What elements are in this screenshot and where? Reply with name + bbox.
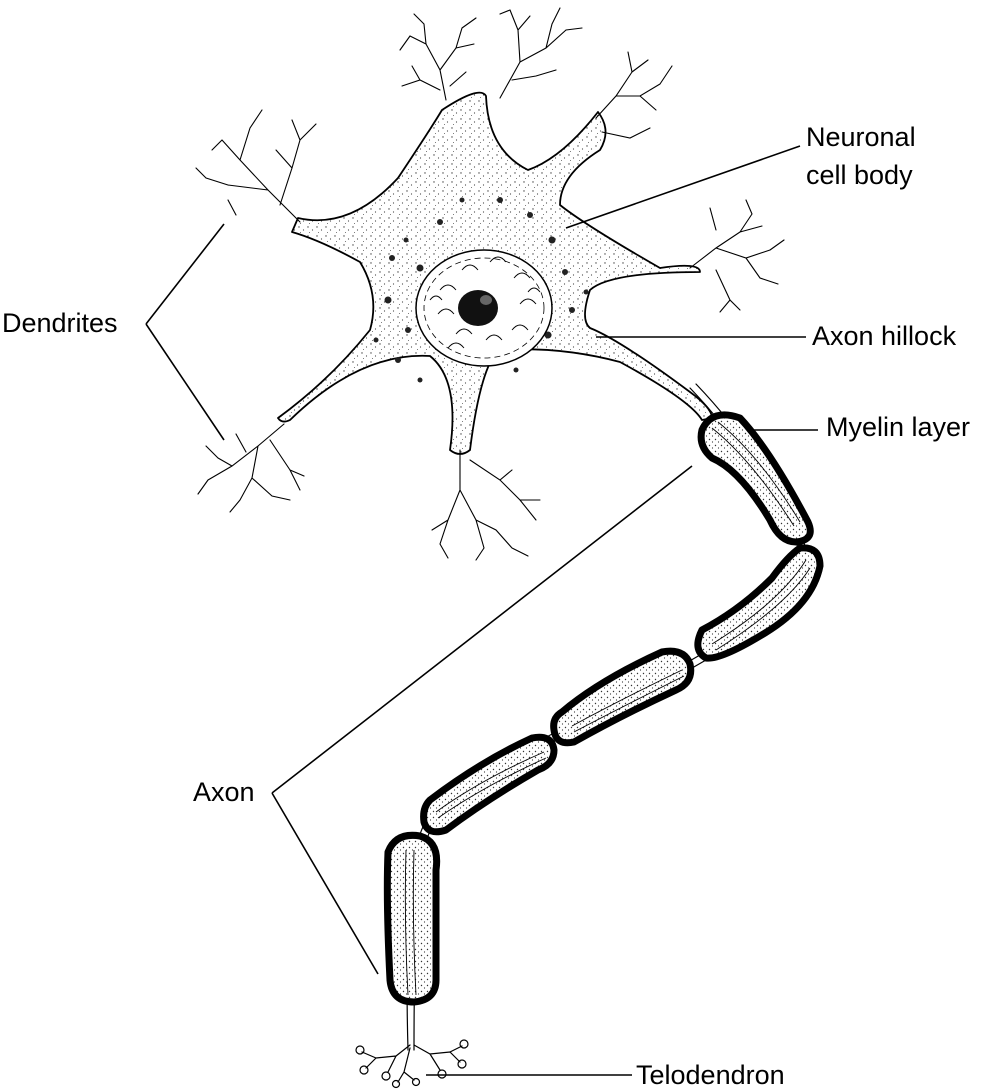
- myelin-layer: [383, 411, 824, 1006]
- dendrite-branches: [195, 7, 785, 561]
- telodendron-branches: [355, 1039, 469, 1089]
- label-neuronal-line2: cell body: [806, 160, 913, 190]
- label-axon-hillock: Axon hillock: [812, 321, 957, 351]
- label-telodendron: Telodendron: [636, 1060, 785, 1090]
- leader-dendrites-upper: [145, 223, 225, 325]
- leader-dendrites-lower: [145, 323, 225, 441]
- leader-axon-lower: [271, 792, 379, 975]
- label-axon: Axon: [193, 777, 255, 807]
- label-neuronal-line1: Neuronal: [806, 122, 916, 152]
- leader-neuronal-cell-body: [565, 145, 801, 229]
- label-myelin-layer: Myelin layer: [826, 412, 971, 442]
- label-neuronal-cell-body: Neuronal cell body: [806, 118, 916, 194]
- leader-lines: [145, 145, 818, 1076]
- label-dendrites: Dendrites: [2, 308, 118, 338]
- nucleolus: [458, 290, 498, 326]
- neuronal-cell-body: [277, 91, 713, 455]
- leader-axon-upper: [271, 465, 693, 794]
